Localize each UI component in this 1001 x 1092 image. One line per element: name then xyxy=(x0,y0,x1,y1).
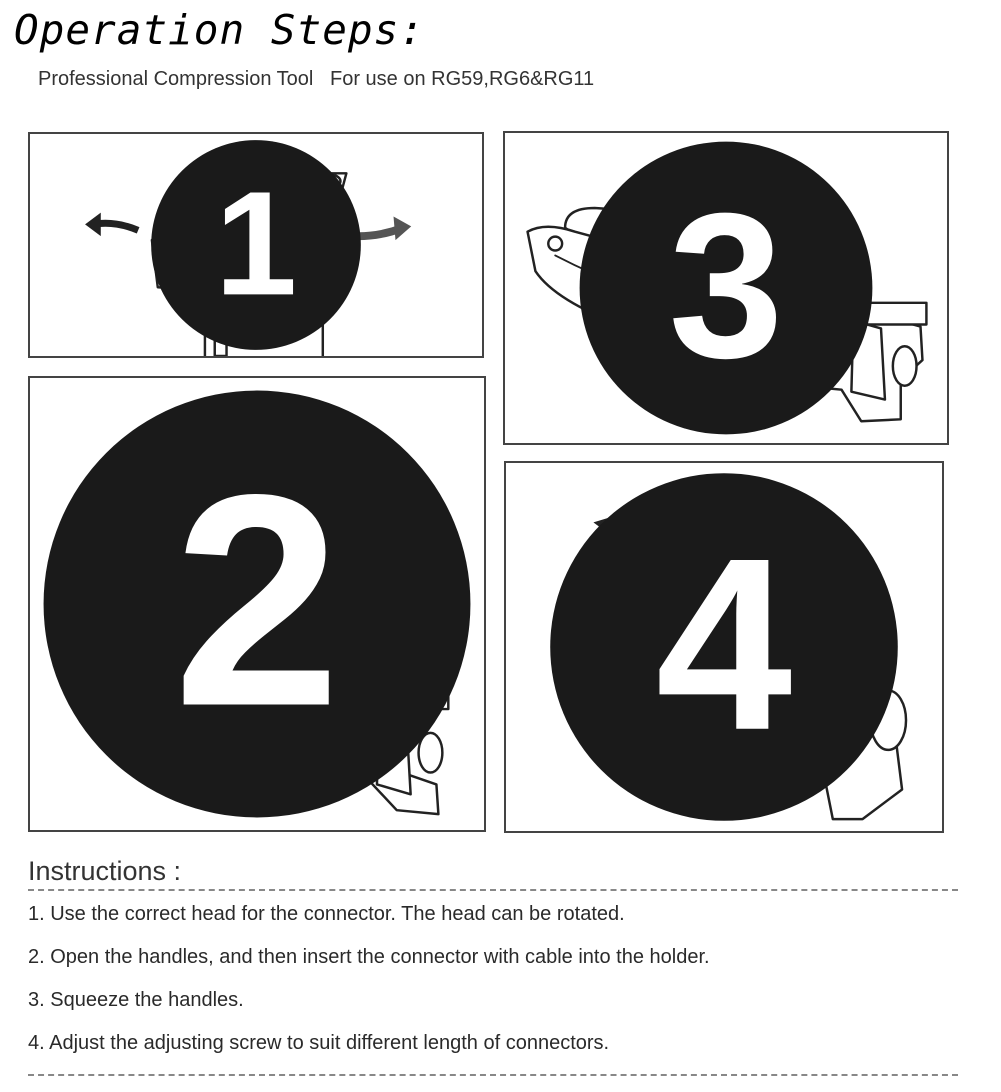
rotate-right-arrow-icon xyxy=(358,216,412,241)
divider-top xyxy=(28,889,958,891)
instruction-item: 3. Squeeze the handles. xyxy=(28,989,244,1011)
page-title: Operation Steps: xyxy=(14,6,425,54)
step-1-number: 1 xyxy=(215,161,297,326)
step-4-panel: 4 xyxy=(504,461,944,833)
instruction-item: 1. Use the correct head for the connecto… xyxy=(28,903,625,925)
step-2-badge: 2 xyxy=(43,390,471,818)
step-3-badge: 3 xyxy=(579,141,873,435)
step-3-number: 3 xyxy=(669,170,784,401)
instructions-list: 1. Use the correct head for the connecto… xyxy=(28,898,710,1070)
divider-bottom xyxy=(28,1074,958,1076)
step-2-number: 2 xyxy=(173,431,341,768)
step-3-panel: 3 xyxy=(503,131,949,445)
step-2-panel: 2 xyxy=(28,376,486,832)
step-1-badge: 1 xyxy=(151,140,361,350)
instruction-item: 2. Open the handles, and then insert the… xyxy=(28,946,710,968)
step-4-badge: 4 xyxy=(550,473,898,821)
instructions-heading: Instructions : xyxy=(28,856,182,886)
page-subtitle: Professional Compression Tool For use on… xyxy=(38,68,595,90)
step-4-number: 4 xyxy=(656,507,792,781)
rotate-left-arrow-icon xyxy=(85,212,140,237)
instruction-item: 4. Adjust the adjusting screw to suit di… xyxy=(28,1032,610,1054)
step-1-panel: 1 xyxy=(28,132,484,358)
